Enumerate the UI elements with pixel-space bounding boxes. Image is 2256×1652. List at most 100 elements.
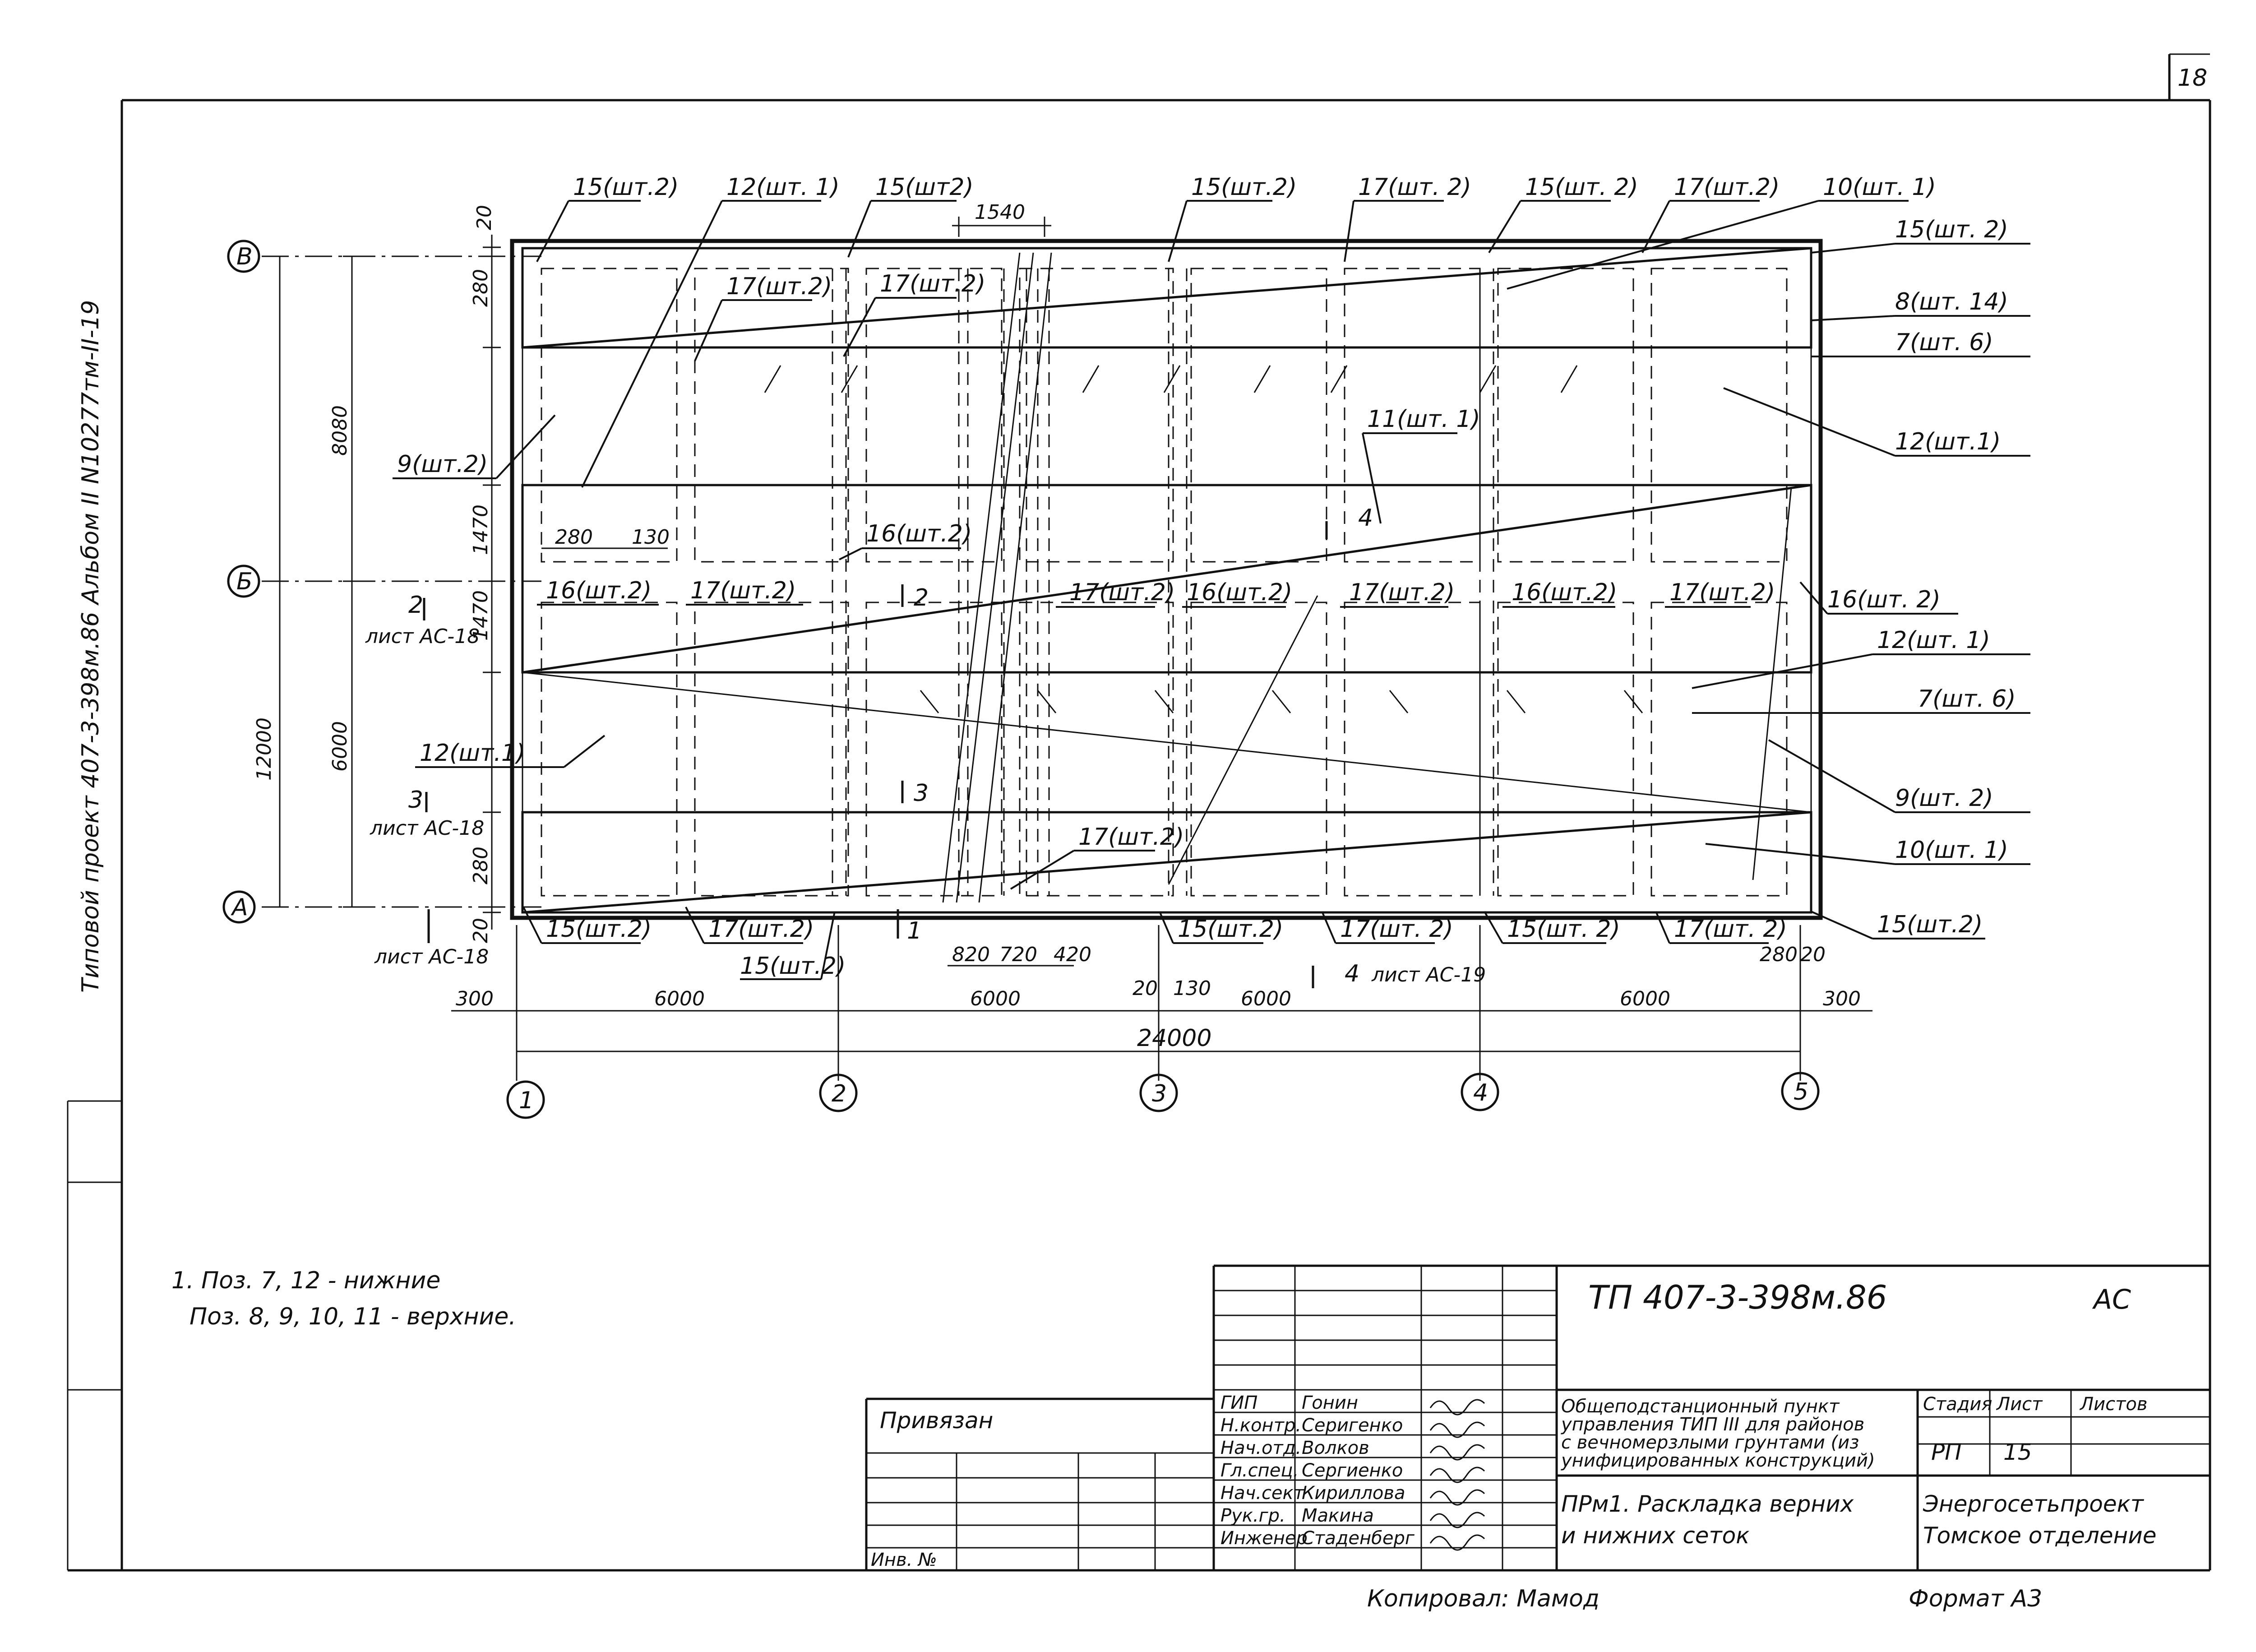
callouts-top: 15(шт.2) 12(шт. 1) 15(шт2) 15(шт.2) 17(ш… <box>536 174 1936 488</box>
svg-text:16(шт.2): 16(шт.2) <box>1187 579 1292 606</box>
svg-text:6000: 6000 <box>654 987 705 1010</box>
svg-text:17(шт.2): 17(шт.2) <box>1349 579 1455 606</box>
svg-text:15(шт. 2): 15(шт. 2) <box>1507 916 1620 943</box>
svg-text:1540: 1540 <box>975 201 1025 224</box>
svg-text:9(шт. 2): 9(шт. 2) <box>1895 785 1993 812</box>
svg-text:Гл.спец.: Гл.спец. <box>1220 1460 1299 1481</box>
svg-text:Гонин: Гонин <box>1302 1393 1358 1413</box>
callouts-bottom: 15(шт.2) 17(шт.2) 15(шт.2) 15(шт.2) 17(ш… <box>522 907 1787 980</box>
copied-by: Копировал: Мамод <box>1367 1585 1600 1612</box>
svg-text:ГИП: ГИП <box>1220 1393 1257 1413</box>
axis-bubble-row-a: А <box>222 890 256 924</box>
svg-text:5: 5 <box>1794 1078 1808 1106</box>
svg-text:12(шт.1): 12(шт.1) <box>420 740 525 767</box>
svg-text:лист АС-18: лист АС-18 <box>374 945 489 968</box>
callouts-left: 9(шт.2) 12(шт.1) <box>393 414 606 768</box>
callouts-right: 15(шт. 2) 8(шт. 14) 7(шт. 6) 12(шт.1) 16… <box>1692 216 2030 939</box>
org-branch: Томское отделение <box>1923 1522 2157 1549</box>
svg-text:300: 300 <box>1823 987 1861 1010</box>
side-stamp-boxes <box>67 1100 122 1570</box>
svg-text:Макина: Макина <box>1302 1505 1374 1526</box>
svg-text:10(шт. 1): 10(шт. 1) <box>1895 837 2008 864</box>
svg-text:16(шт. 2): 16(шт. 2) <box>1827 586 1941 613</box>
svg-text:управления ТИП III для районов: управления ТИП III для районов <box>1561 1414 1864 1435</box>
svg-text:1470: 1470 <box>469 504 492 555</box>
svg-text:720: 720 <box>999 943 1037 966</box>
svg-text:280: 280 <box>1760 943 1798 966</box>
svg-text:16(шт.2): 16(шт.2) <box>866 520 972 547</box>
svg-text:РП: РП <box>1931 1439 1962 1465</box>
svg-text:17(шт. 2): 17(шт. 2) <box>1340 916 1453 943</box>
bottom-dimensions: 300 6000 6000 20 130 6000 6000 280 20 30… <box>451 943 1872 1060</box>
svg-text:280: 280 <box>469 269 492 307</box>
svg-text:Рук.гр.: Рук.гр. <box>1220 1505 1285 1526</box>
svg-text:лист АС-19: лист АС-19 <box>1371 963 1486 986</box>
axis-bubble-col-2: 2 <box>819 1074 858 1112</box>
svg-text:лист АС-18: лист АС-18 <box>370 817 484 840</box>
svg-text:3: 3 <box>914 780 929 807</box>
org-name: Энергосетьпроект <box>1923 1491 2145 1517</box>
svg-text:16(шт.2): 16(шт.2) <box>1512 579 1617 606</box>
project-mark: АС <box>2092 1284 2131 1315</box>
svg-text:280: 280 <box>469 847 492 884</box>
svg-text:8(шт. 14): 8(шт. 14) <box>1895 288 2008 315</box>
svg-text:15: 15 <box>2003 1439 2032 1465</box>
section-markers: 2 лист АС-18 3 лист АС-18 лист АС-18 1 4… <box>365 504 1486 988</box>
callouts-inside: 17(шт.2) 17(шт.2) 11(шт. 1) 16(шт.2) 16(… <box>537 270 1775 890</box>
svg-text:8080: 8080 <box>328 405 351 456</box>
axis-bubble-col-4: 4 <box>1461 1073 1499 1111</box>
svg-text:15(шт.2): 15(шт.2) <box>546 916 652 943</box>
signatures <box>1429 1399 1485 1551</box>
svg-text:3: 3 <box>408 787 423 814</box>
svg-text:Б: Б <box>236 568 253 595</box>
svg-text:24000: 24000 <box>1137 1025 1211 1052</box>
svg-text:300: 300 <box>456 987 494 1010</box>
svg-text:17(шт.2): 17(шт.2) <box>1674 174 1780 201</box>
svg-text:9(шт.2): 9(шт.2) <box>397 451 488 478</box>
svg-text:Лист: Лист <box>1996 1394 2043 1415</box>
project-code: ТП 407-3-398м.86 <box>1588 1278 1887 1316</box>
svg-text:17(шт.2): 17(шт.2) <box>1078 824 1184 851</box>
svg-text:20: 20 <box>1133 977 1158 1000</box>
svg-text:15(шт. 2): 15(шт. 2) <box>1895 216 2008 243</box>
svg-text:унифицированных конструкций): унифицированных конструкций) <box>1561 1450 1875 1471</box>
svg-text:7(шт. 6): 7(шт. 6) <box>1895 329 1993 356</box>
drawing-title-2: и нижних сеток <box>1561 1522 1749 1549</box>
svg-text:12(шт. 1): 12(шт. 1) <box>726 174 840 201</box>
dim-130-inner: 130 <box>632 526 670 549</box>
svg-text:В: В <box>236 243 253 270</box>
svg-text:15(шт.2): 15(шт.2) <box>1877 911 1983 938</box>
svg-text:2: 2 <box>832 1080 846 1107</box>
svg-text:17(шт.2): 17(шт.2) <box>690 577 796 604</box>
svg-text:6000: 6000 <box>1241 987 1291 1010</box>
svg-text:11(шт. 1): 11(шт. 1) <box>1367 406 1480 433</box>
svg-text:с вечномерзлыми грунтами (из: с вечномерзлыми грунтами (из <box>1561 1432 1859 1453</box>
axis-bubble-row-b: Б <box>227 565 260 598</box>
svg-text:20: 20 <box>1800 943 1826 966</box>
note-line-2: Поз. 8, 9, 10, 11 - верхние. <box>190 1303 516 1330</box>
svg-text:А: А <box>231 894 248 921</box>
svg-text:4: 4 <box>1358 504 1373 532</box>
svg-text:420: 420 <box>1054 943 1091 966</box>
svg-text:12(шт.1): 12(шт.1) <box>1895 428 2001 455</box>
svg-text:15(шт2): 15(шт2) <box>875 174 974 201</box>
svg-text:20: 20 <box>469 918 492 943</box>
svg-text:1: 1 <box>519 1087 534 1114</box>
svg-text:17(шт.2): 17(шт.2) <box>726 273 832 300</box>
svg-text:17(шт. 2): 17(шт. 2) <box>1674 916 1787 943</box>
sheet-frame <box>68 53 2211 1572</box>
axis-bubble-col-1: 1 <box>506 1080 545 1119</box>
svg-text:130: 130 <box>1173 977 1211 1000</box>
side-stamp-text: Типовой проект 407-3-398м.86 Альбом II N… <box>77 300 104 993</box>
svg-text:17(шт.2): 17(шт.2) <box>880 270 985 297</box>
svg-text:6000: 6000 <box>970 987 1021 1010</box>
svg-text:17(шт.2): 17(шт.2) <box>1069 579 1175 606</box>
svg-text:Кириллова: Кириллова <box>1302 1483 1405 1504</box>
svg-text:1: 1 <box>907 917 922 944</box>
svg-text:3: 3 <box>1152 1080 1167 1107</box>
dim-280-inner: 280 <box>555 526 593 549</box>
svg-text:820: 820 <box>952 943 990 966</box>
svg-text:Сергиенко: Сергиенко <box>1302 1460 1403 1481</box>
svg-text:Нач.отд.: Нач.отд. <box>1220 1438 1301 1458</box>
